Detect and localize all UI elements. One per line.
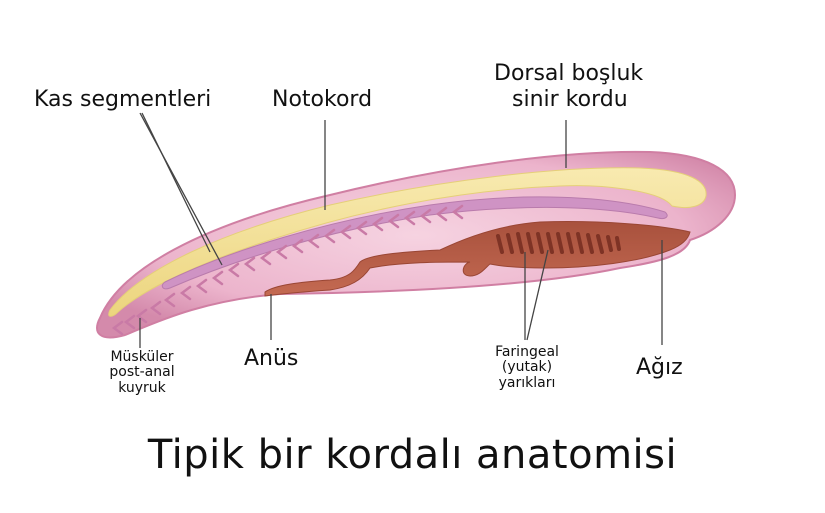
muscle-segments [111, 204, 464, 336]
label-post-anal-tail: Müsküler post-anal kuyruk [100, 349, 184, 396]
label-tail-line3: kuyruk [118, 379, 166, 396]
label-tail-line2: post-anal [109, 364, 175, 381]
leader-lines [139, 112, 663, 348]
label-dorsal-nerve-cord-line2: sinir kordu [512, 87, 628, 112]
label-dorsal-nerve-cord-line1: Dorsal boşluk [494, 61, 644, 86]
label-pharyngeal-line3: yarıkları [498, 374, 556, 391]
label-pharyngeal-slits: Faringeal (yutak) yarıkları [482, 344, 572, 391]
label-mouth: Ağız [636, 355, 683, 380]
diagram-title: Tipik bir kordalı anatomisi [147, 432, 678, 478]
pharyngeal-gill-slits [496, 232, 621, 254]
label-pharyngeal-line1: Faringeal [495, 344, 559, 360]
label-pharyngeal-line2: (yutak) [501, 359, 553, 376]
label-tail-line1: Müsküler [110, 349, 174, 365]
label-muscle-segments: Kas segmentleri [34, 87, 212, 112]
label-anus: Anüs [244, 346, 299, 371]
gut [264, 221, 691, 297]
notochord [161, 196, 668, 290]
label-notochord: Notokord [272, 87, 373, 112]
